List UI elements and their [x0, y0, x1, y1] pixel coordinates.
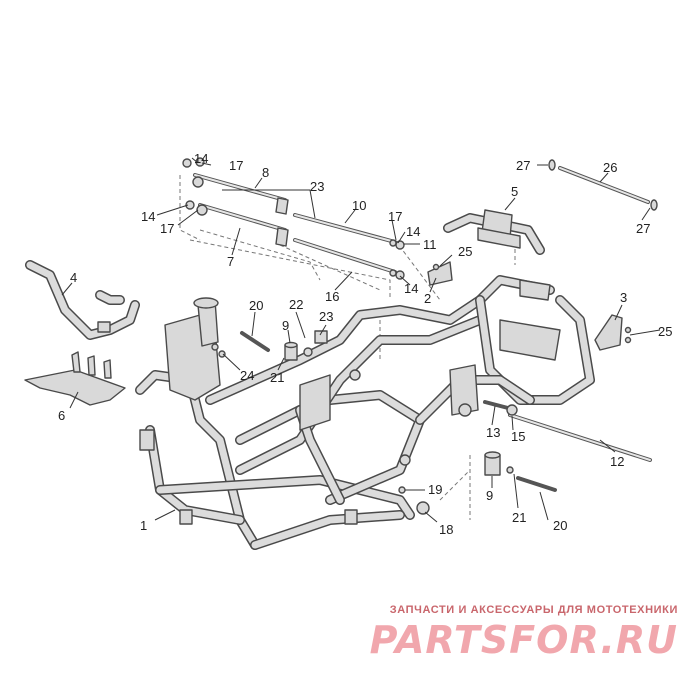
callout-27-left: 27 — [516, 158, 530, 173]
callout-25-right: 25 — [658, 324, 672, 339]
callout-14-right: 14 — [406, 224, 420, 239]
spacer-tube-16 — [293, 238, 397, 274]
callout-8: 8 — [262, 165, 269, 180]
watermark-footer: ЗАПЧАСТИ И АКСЕССУАРЫ ДЛЯ МОТОТЕХНИКИ PA… — [370, 604, 678, 662]
bushing-9-left — [284, 341, 298, 361]
plate-6 — [24, 351, 126, 406]
bracket-5 — [443, 209, 545, 255]
part-4-tube — [25, 260, 140, 340]
bolts-24 — [211, 343, 226, 358]
washers-nuts — [182, 157, 405, 280]
callout-19: 19 — [428, 482, 442, 497]
nut-23-left — [303, 330, 328, 357]
callout-5: 5 — [511, 184, 518, 199]
callout-26: 26 — [603, 160, 617, 175]
callout-24: 24 — [240, 368, 254, 383]
callout-17-top: 17 — [229, 158, 243, 173]
bracket-2 — [427, 261, 453, 286]
callout-4: 4 — [70, 270, 77, 285]
callout-14-lower: 14 — [404, 281, 418, 296]
callout-2: 2 — [424, 291, 431, 306]
callout-23-top: 23 — [310, 179, 324, 194]
callout-20-right: 20 — [553, 518, 567, 533]
callout-17-left: 17 — [160, 221, 174, 236]
callout-27-right: 27 — [636, 221, 650, 236]
leader-lines — [61, 157, 661, 523]
bracket-3 — [594, 314, 623, 351]
spacer-13 — [483, 400, 518, 416]
callout-21-left: 21 — [270, 370, 284, 385]
callout-25-upper: 25 — [458, 244, 472, 259]
callout-11: 11 — [423, 237, 437, 252]
callout-15: 15 — [511, 429, 525, 444]
callout-labels: 1 2 3 4 5 6 7 8 9 9 10 11 12 13 14 14 14… — [58, 151, 672, 537]
rod-12 — [508, 413, 652, 462]
callout-10: 10 — [352, 198, 366, 213]
callout-21-right: 21 — [512, 510, 526, 525]
spacer-tube-10 — [293, 213, 397, 244]
callout-3: 3 — [620, 290, 627, 305]
callout-7: 7 — [227, 254, 234, 269]
watermark-tagline: ЗАПЧАСТИ И АКСЕССУАРЫ ДЛЯ МОТОТЕХНИКИ — [389, 604, 678, 616]
callout-1: 1 — [140, 518, 147, 533]
callout-17-right: 17 — [388, 209, 402, 224]
callout-23-mid: 23 — [319, 309, 333, 324]
callout-22: 22 — [289, 297, 303, 312]
callout-16: 16 — [325, 289, 339, 304]
cross-rod-8 — [192, 173, 289, 215]
callout-14-top: 14 — [194, 151, 208, 166]
callout-6: 6 — [58, 408, 65, 423]
bolt-20-right — [506, 466, 557, 492]
main-frame-1 — [135, 275, 595, 550]
callout-9-right: 9 — [486, 488, 493, 503]
callout-13: 13 — [486, 425, 500, 440]
callout-18: 18 — [439, 522, 453, 537]
callout-9-left: 9 — [282, 318, 289, 333]
callout-12: 12 — [610, 454, 624, 469]
bolt-20-left — [240, 331, 270, 352]
callout-20-left: 20 — [249, 298, 263, 313]
bushing-9-right — [484, 451, 501, 476]
cross-rod-7 — [196, 203, 289, 247]
shaft-26 — [548, 159, 658, 211]
parts-18-19 — [398, 486, 430, 515]
callout-14-left: 14 — [141, 209, 155, 224]
bolts-25 — [432, 263, 632, 344]
watermark-brand: PARTSFOR.RU — [369, 618, 678, 662]
